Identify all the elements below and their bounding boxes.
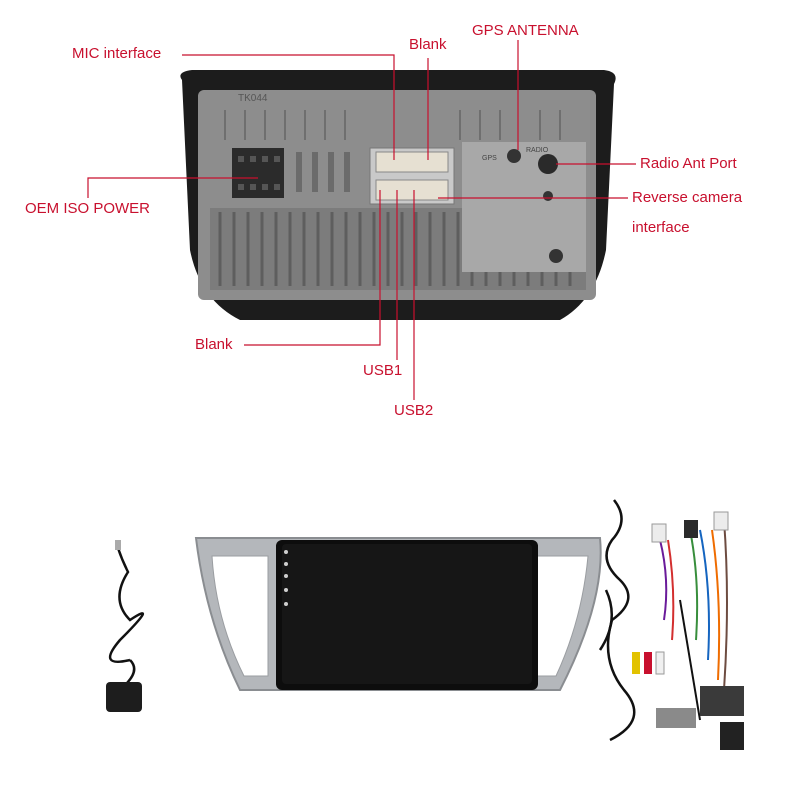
radio-marking: RADIO [526,147,549,154]
label-usb1: USB1 [363,362,403,379]
label-blank-bottom: Blank [195,336,233,353]
mid-vents [296,152,350,192]
label-reverse-camera: Reverse camera [632,189,743,206]
label-reverse-camera-line2: interface [632,219,690,236]
leader-blank-bottom [244,190,381,346]
radio-ant-port [538,154,558,174]
antenna-plate [462,142,586,272]
iso-power-socket [232,148,284,198]
upper-ribs [224,110,561,140]
label-usb2: USB2 [394,402,434,419]
oem-plug [656,708,696,728]
gps-antenna-puck [106,682,142,712]
mic-blank-connector [375,151,449,173]
usb-camera-connector [375,179,449,201]
label-mic-interface: MIC interface [72,45,162,62]
harness-cables [598,499,636,742]
label-radio-ant-port: Radio Ant Port [640,155,737,172]
gps-antenna-cable [106,540,145,712]
reverse-camera-port [543,191,553,201]
iso-plug [720,722,744,750]
label-blank-top: Blank [409,36,447,53]
gps-marking: GPS [482,155,497,162]
iso-power-pins [238,156,280,190]
leader-oem-power [87,177,258,198]
side-buttons [284,550,288,606]
harness-connectors [651,511,744,750]
rear-unit: TK044 GPS RADIO [180,70,616,320]
canbus-box [700,686,744,716]
fascia-left-cutout [211,555,269,677]
rca-plugs [632,651,665,675]
aux-port [549,249,563,263]
label-gps-antenna: GPS ANTENNA [472,22,579,39]
gps-port [507,149,521,163]
colored-wires [659,519,728,721]
fascia-right-cutout [529,555,589,677]
label-oem-iso-power: OEM ISO POWER [25,200,151,217]
screen-glass [282,544,532,684]
leader-mic [182,54,395,160]
leader-lines [87,40,636,400]
model-marking: TK044 [238,93,268,104]
